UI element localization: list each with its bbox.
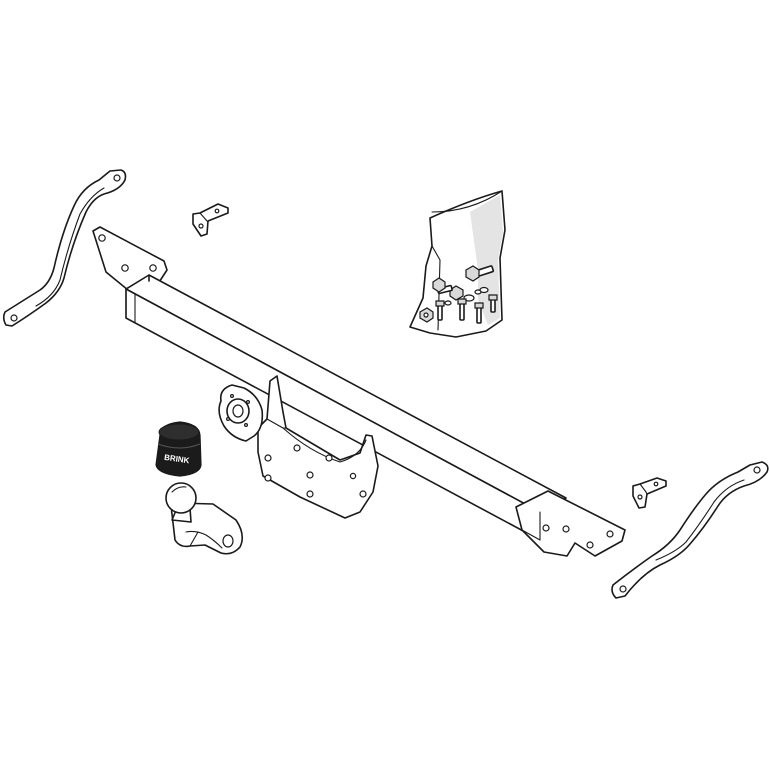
left-side-bracket: [2, 169, 127, 327]
tow-ball-neck: [165, 482, 244, 555]
socket-mount-bracket: [218, 384, 264, 442]
main-crossbar: [92, 226, 626, 557]
socket-brand-label: BRINK: [164, 453, 191, 465]
small-angle-bracket-top: [192, 203, 229, 237]
right-side-bracket: [611, 461, 769, 599]
electrical-socket: BRINK: [155, 421, 202, 477]
centre-receiver-plate: [257, 375, 379, 519]
small-angle-bracket-right: [632, 477, 667, 509]
fixing-kit-bag: [409, 190, 506, 338]
bolts-and-nuts: [419, 265, 498, 324]
right-end-plate: [515, 490, 626, 557]
